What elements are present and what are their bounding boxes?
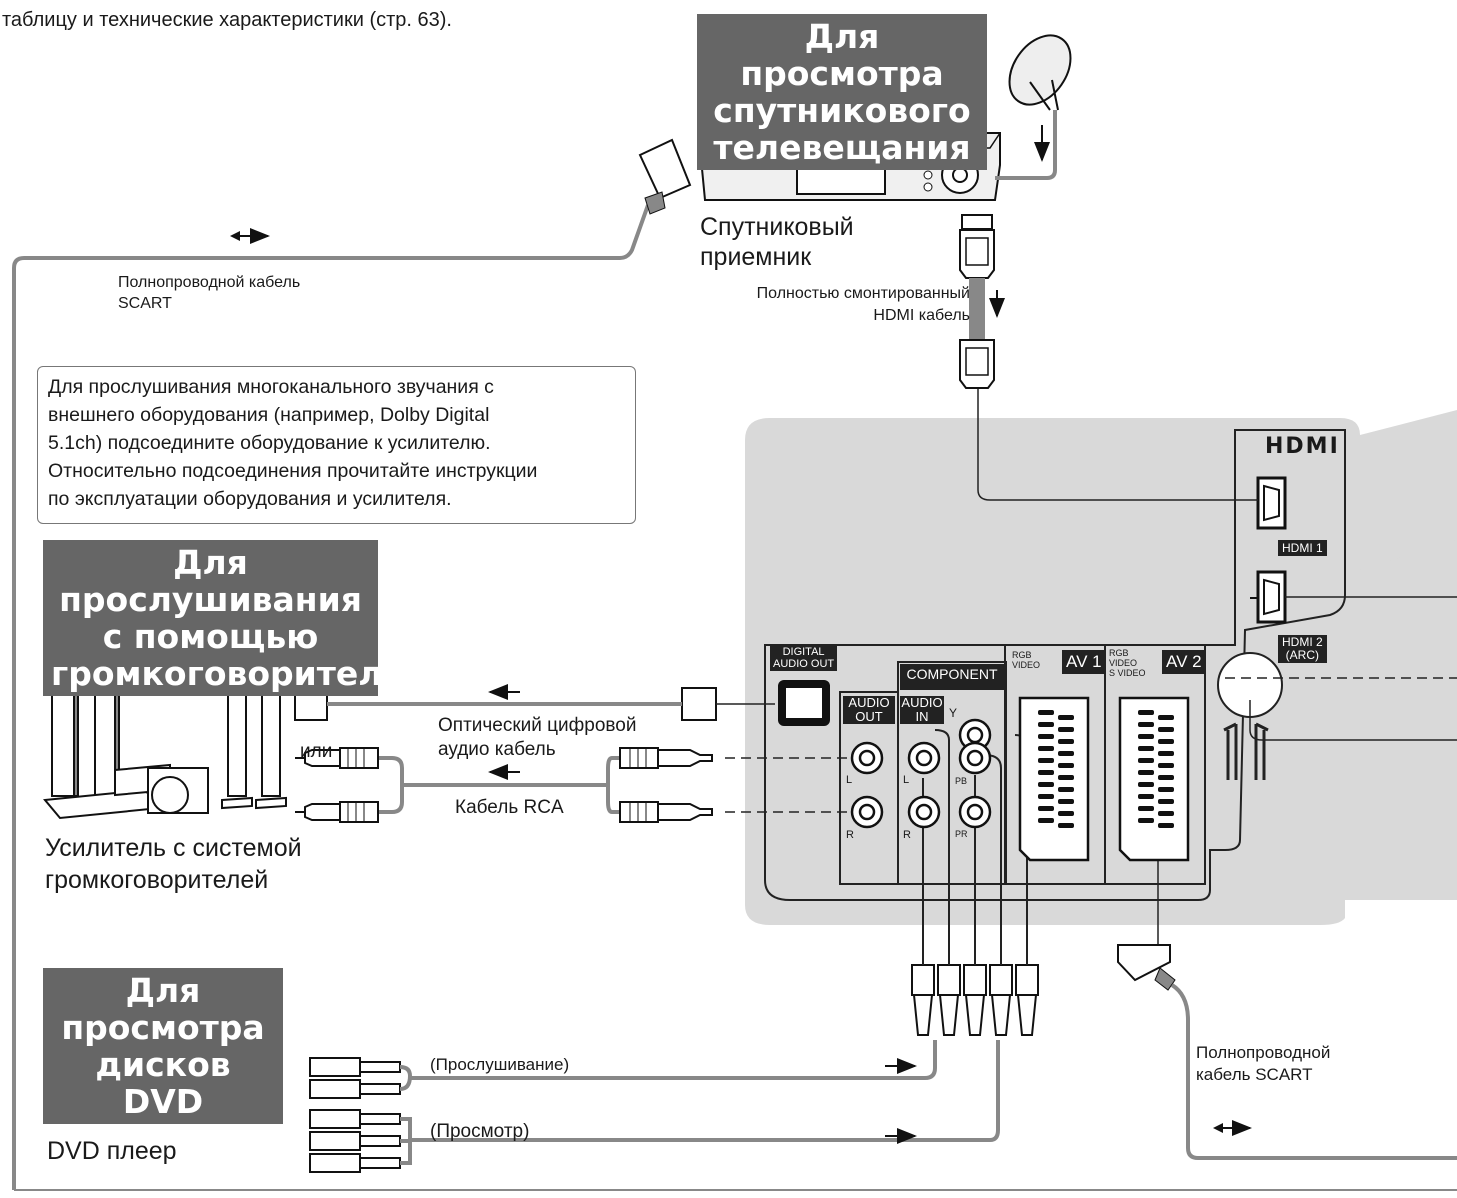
rca-plug-tv-r [619,801,713,823]
y-label: Y [949,706,958,720]
component-rca-plugs [911,964,1039,1036]
label-or: или [300,741,333,762]
rca-plug-amp-r [295,801,379,823]
av2-block [1104,644,1206,885]
label-satellite-receiver: Спутниковый приемник [700,213,854,271]
rca-plug-amp-l [295,747,379,769]
panel-jacks [850,718,992,829]
tv-panel-inner [764,429,1346,901]
av1-label: AV 1 [1062,650,1106,674]
satellite-dish-graphic [1008,34,1072,111]
audio-out-l-label: L [846,774,853,786]
label-scart-cable-right: Полнопроводной кабель SCART [1196,1043,1331,1084]
hdmi-plug-bottom [959,326,995,389]
banner-speakers: Для прослушивания с помощью громкоговори… [43,540,428,696]
hdmi-logo: HDMI [1265,434,1340,459]
scart-sockets [1018,696,1190,862]
audio-in-label: AUDIO IN [900,695,944,724]
rca-plug-tv-l [619,747,713,769]
hdmi1-port-graphic [1256,476,1287,530]
label-dvd-player: DVD плеер [47,1137,177,1165]
scart-cable-top [12,204,650,1190]
label-view: (Просмотр) [430,1121,530,1142]
av2-signal-labels: RGB VIDEO S VIDEO [1109,648,1146,678]
label-rca-cable: Кабель RCA [455,797,564,818]
component-label: COMPONENT [906,666,998,682]
pr-label: PR [955,829,968,839]
audio-in-l-label: L [903,774,910,786]
hdmi1-label: HDMI 1 [1278,540,1327,556]
label-hdmi-cable: Полностью смонтированный HDMI кабель [756,285,970,324]
digital-audio-out-label: DIGITAL AUDIO OUT [770,645,838,671]
tv-side-shade [1360,412,1457,570]
dvd-rca-plugs [309,1057,401,1173]
hdmi2-port-graphic [1256,570,1287,624]
av2-label: AV 2 [1162,650,1206,674]
amplifier-speakers-graphic [43,679,287,820]
label-scart-cable-top: Полнопроводной кабель SCART [118,274,301,312]
banner-dvd: Для просмотра дисков DVD [43,968,283,1124]
av1-signal-labels: RGB VIDEO [1012,650,1041,670]
banner-satellite: Для просмотра спутникового телевещания [697,14,987,170]
audio-out-label: AUDIO OUT [843,696,895,724]
hdmi2-label: HDMI 2 (ARC) [1278,635,1327,663]
label-amplifier: Усилитель с системой громкоговорителей [45,834,302,894]
label-optical-cable: Оптический цифровой аудио кабель [438,715,637,760]
hdmi-plug-top [959,214,995,326]
top-text-fragment: таблицу и технические характеристики (ст… [2,9,452,31]
scart-plug-top [638,138,692,215]
pb-label: PB [955,776,968,786]
label-listen: (Прослушивание) [430,1055,570,1074]
audio-out-r-label: R [846,829,854,841]
audio-in-r-label: R [903,829,911,841]
scart-pins [1038,710,1174,828]
multichannel-note: Для прослушивания многоканального звучан… [37,366,636,524]
